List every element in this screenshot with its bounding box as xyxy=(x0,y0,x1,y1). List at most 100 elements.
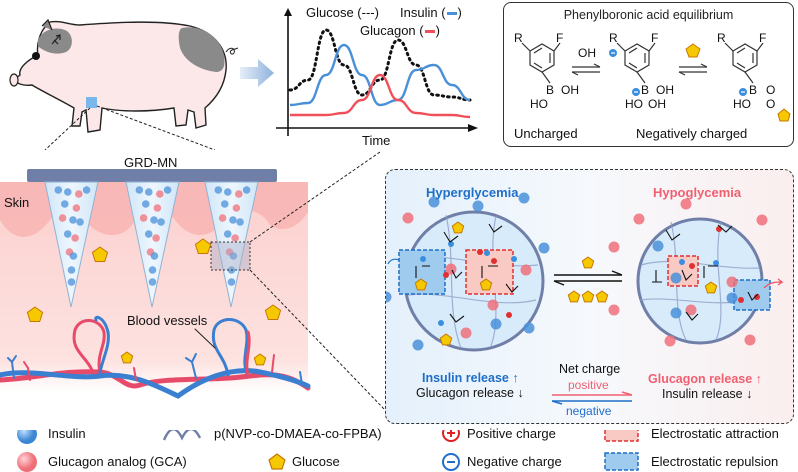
insulin-particle xyxy=(220,200,229,208)
insulin-particle xyxy=(141,200,150,208)
legend-insulin-label: Insulin ( xyxy=(400,5,446,20)
mechanism-panel: Hyperglycemia Hypoglycemia Insulin relea… xyxy=(385,169,794,424)
insulin-particle xyxy=(60,200,69,208)
negative-charge-icon xyxy=(679,259,685,265)
flow-arrow-icon xyxy=(240,59,274,87)
glucose-legend-icon xyxy=(268,453,286,470)
legend-attraction-text: Electrostatic attraction xyxy=(651,426,779,441)
chemical-bond xyxy=(488,223,503,233)
chemical-bond xyxy=(717,224,733,233)
atom-R: R xyxy=(609,31,618,45)
glucose-icon xyxy=(451,221,465,234)
legend-insulin-swatch xyxy=(446,12,457,16)
glucose-icon xyxy=(26,306,44,322)
glucose-icon xyxy=(91,246,109,262)
atom-OH: OH xyxy=(648,97,666,111)
x-axis-arrow-icon xyxy=(468,124,478,132)
gca-particle xyxy=(664,335,676,347)
glucose-icon xyxy=(581,290,595,303)
insulin-particle xyxy=(223,188,232,196)
positive-charge-icon xyxy=(477,249,483,255)
glucose-icon xyxy=(581,256,595,269)
gca-particle xyxy=(608,241,620,253)
vessel-pointer-line xyxy=(194,328,216,349)
gca-particle xyxy=(156,190,164,198)
glucose-icon xyxy=(120,351,134,364)
insulin-particle xyxy=(518,192,530,204)
uncharged-label: Uncharged xyxy=(514,126,578,141)
glucagon-release-up: Glucagon release ↑ xyxy=(648,372,762,386)
series-glucagon-line xyxy=(289,73,471,119)
positive-charge-icon xyxy=(754,294,760,300)
y-axis-arrow-icon xyxy=(284,8,292,16)
gca-particle xyxy=(445,263,457,275)
hydroxide-label: OH xyxy=(578,46,596,60)
gca-particle xyxy=(139,214,148,222)
insulin-particle xyxy=(157,218,165,226)
negative-charge-icon xyxy=(511,256,517,262)
atom-B: B xyxy=(749,83,758,97)
atom-R: R xyxy=(514,31,523,45)
glucose-icon xyxy=(567,290,581,303)
microneedle xyxy=(44,181,99,308)
insulin-particle xyxy=(163,186,172,194)
gca-particle xyxy=(231,234,239,242)
insulin-particle xyxy=(472,200,484,212)
patch-label: GRD-MN xyxy=(124,155,178,170)
insulin-particle xyxy=(412,339,424,351)
legend-glucose: Glucose (---) xyxy=(306,5,379,20)
legend-insulin: Insulin () xyxy=(400,5,462,20)
legend-glucagon-swatch xyxy=(424,30,435,34)
zoom-region-box xyxy=(210,241,251,271)
gca-particle xyxy=(487,299,499,311)
atom-HO: HO xyxy=(530,97,548,111)
glucose-icon xyxy=(685,43,701,58)
insulin-particle xyxy=(229,252,238,260)
insulin-particle xyxy=(490,318,502,330)
insulin-particle xyxy=(69,252,78,260)
negative-charge-icon xyxy=(438,320,444,326)
series-glucose-line xyxy=(288,28,472,102)
gca-particle xyxy=(71,234,79,242)
atom-B: B xyxy=(641,83,650,97)
insulin-particle xyxy=(523,322,535,334)
attraction-legend-icon xyxy=(604,430,639,442)
gca-particle xyxy=(756,214,768,226)
atom-OH: OH xyxy=(656,83,674,97)
gca-particle xyxy=(235,190,243,198)
insulin-release-down: Insulin release ↓ xyxy=(662,387,753,401)
hormone-graph: Glucose (---) Insulin () Glucagon () Tim… xyxy=(270,0,500,148)
legend-glucagon-close: ) xyxy=(435,23,440,38)
atom-HO: HO xyxy=(733,97,751,111)
negatively-charged-label: Negatively charged xyxy=(636,126,748,141)
gca-legend-icon xyxy=(17,452,37,472)
repulsion-box xyxy=(733,279,771,311)
hyperglycemia-title: Hyperglycemia xyxy=(426,185,519,200)
glucose-icon xyxy=(253,353,267,366)
chemical-bond xyxy=(481,265,498,278)
gca-particle xyxy=(520,264,532,276)
gca-particle xyxy=(153,204,162,212)
insulin-particle xyxy=(135,186,144,194)
negative-charge-icon xyxy=(420,256,426,262)
atom-R: R xyxy=(717,31,726,45)
negative-label: negative xyxy=(566,404,612,418)
glucose-icon xyxy=(704,281,718,294)
atom-OH: OH xyxy=(561,83,579,97)
release-arrow-icon xyxy=(763,278,784,289)
legend-glucose-text: Glucose xyxy=(292,454,340,469)
insulin-particle xyxy=(67,266,76,274)
microneedle xyxy=(204,181,259,308)
legend-insulin-close: ) xyxy=(457,5,462,20)
glucose-icon xyxy=(264,304,282,320)
positive-charge-icon xyxy=(738,297,744,303)
pig-eye xyxy=(32,52,40,60)
atom-B: B xyxy=(546,83,555,97)
glucose-icon xyxy=(414,278,428,291)
gca-particle xyxy=(685,304,697,316)
gca-particle xyxy=(633,213,645,225)
hypoglycemia-title: Hypoglycemia xyxy=(653,185,742,200)
pig-ear-mark xyxy=(51,34,61,45)
legend-repulsion-text: Electrostatic repulsion xyxy=(651,454,779,469)
insulin-particle xyxy=(144,230,153,238)
